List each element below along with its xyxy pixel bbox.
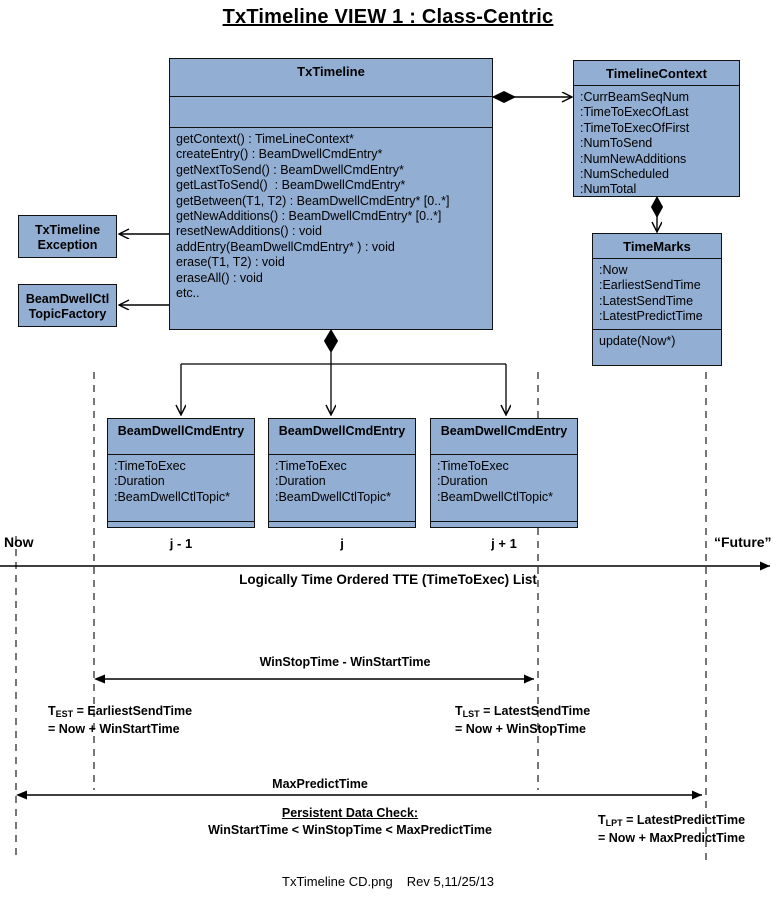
page-title: TxTimeline VIEW 1 : Class-Centric [222,6,554,28]
class-box-timelinecontext[interactable]: TimelineContext :CurrBeamSeqNum :TimeToE… [573,60,740,197]
attribute-item: :CurrBeamSeqNum [580,90,690,104]
attribute-item: :LatestPredictTime [599,309,703,324]
attribute-item: :Now [599,263,628,277]
class-name-beamdwellcmdentry: BeamDwellCmdEntry [431,419,577,455]
t-lpt-annotation: TLPT = LatestPredictTime = Now + MaxPred… [598,812,745,847]
t-lpt-rest: = LatestPredictTime [622,813,746,827]
t-lpt-line1: TLPT = LatestPredictTime [598,812,745,830]
attributes-compartment-beamdwellcmdentry: :TimeToExec :Duration :BeamDwellCtlTopic… [431,455,577,522]
attribute-item: :Duration [114,474,165,489]
attribute-item: :NumNewAdditions [580,151,687,166]
attribute-item: :BeamDwellCtlTopic* [275,489,392,504]
t-lpt-subscript: LPT [605,818,623,828]
class-name-line1: TxTimeline [34,223,101,237]
persistent-data-check-annotation: Persistent Data Check: WinStartTime < Wi… [150,805,550,839]
class-name-beamdwellcmdentry: BeamDwellCmdEntry [108,419,254,455]
class-box-beamdwellcmdentry[interactable]: BeamDwellCmdEntry :TimeToExec :Duration … [430,418,578,528]
attribute-item: :NumTotal [580,182,637,197]
attribute-item: :EarliestSendTime [599,278,701,293]
method-item: getContext() : TimeLineContext* [176,132,354,146]
t-est-subscript: EST [55,709,74,719]
attribute-item: :Duration [437,474,488,489]
class-name-line1: BeamDwellCtl [25,292,110,306]
class-box-beamdwellcmdentry[interactable]: BeamDwellCmdEntry :TimeToExec :Duration … [107,418,255,528]
t-lpt-symbol: T [598,813,606,827]
attributes-compartment-beamdwellcmdentry: :TimeToExec :Duration :BeamDwellCtlTopic… [108,455,254,522]
attribute-item: :TimeToExec [114,459,186,473]
t-lst-rest: = LatestSendTime [479,704,591,718]
persistent-data-check-body: WinStartTime < WinStopTime < MaxPredictT… [208,823,492,837]
class-name-beamdwellctl-topicfactory: BeamDwellCtl TopicFactory [19,285,116,329]
attribute-item: :BeamDwellCtlTopic* [114,489,231,504]
class-box-txtimeline[interactable]: TxTimeline getContext() : TimeLineContex… [169,58,493,330]
timeline-now-label: Now [4,534,34,550]
method-item: addEntry(BeamDwellCmdEntry* ) : void [176,239,395,254]
attributes-compartment-beamdwellcmdentry: :TimeToExec :Duration :BeamDwellCtlTopic… [269,455,415,522]
t-est-rest: = EarliestSendTime [73,704,193,718]
attributes-compartment-txtimeline [170,97,492,128]
method-item: erase(T1, T2) : void [176,255,285,270]
class-box-beamdwellcmdentry[interactable]: BeamDwellCmdEntry :TimeToExec :Duration … [268,418,416,528]
methods-compartment-txtimeline: getContext() : TimeLineContext* createEn… [170,128,492,305]
attribute-item: :TimeToExecOfFirst [580,120,690,135]
footer: TxTimeline CD.png Rev 5,11/25/13 [0,874,776,889]
class-name-txtimeline-exception: TxTimeline Exception [19,216,116,260]
attribute-item: :LatestSendTime [599,293,694,308]
class-name-beamdwellcmdentry: BeamDwellCmdEntry [269,419,415,455]
attribute-item: :NumScheduled [580,167,669,182]
class-name-timelinecontext: TimelineContext [574,61,739,86]
attribute-item: :BeamDwellCtlTopic* [437,489,554,504]
attribute-item: :TimeToExec [275,459,347,473]
attributes-compartment-timemarks: :Now :EarliestSendTime :LatestSendTime :… [593,259,721,330]
entry-index-label: j - 1 [169,536,193,551]
class-box-beamdwellctl-topicfactory[interactable]: BeamDwellCtl TopicFactory [18,284,117,327]
t-lst-subscript: LST [462,709,480,719]
method-item: resetNewAdditions() : void [176,224,322,239]
window-span-label: WinStopTime - WinStartTime [259,655,431,669]
t-lst-line1: TLST = LatestSendTime [455,703,590,721]
footer-filename: TxTimeline CD.png [282,874,393,889]
attribute-item: :Duration [275,474,326,489]
t-est-line2: = Now + WinStartTime [48,722,180,736]
t-lst-annotation: TLST = LatestSendTime = Now + WinStopTim… [455,703,590,738]
t-lst-line2: = Now + WinStopTime [455,722,586,736]
t-est-symbol: T [48,704,56,718]
class-name-line2: Exception [37,238,98,252]
method-item: eraseAll() : void [176,270,263,285]
class-name-txtimeline: TxTimeline [170,59,492,97]
t-est-annotation: TEST = EarliestSendTime = Now + WinStart… [48,703,192,738]
timeline-future-label: “Future” [714,534,772,550]
persistent-data-check-title: Persistent Data Check: [281,806,419,820]
method-item: getLastToSend() : BeamDwellCmdEntry* [176,178,406,193]
t-lst-symbol: T [455,704,463,718]
timeline-axis-caption: Logically Time Ordered TTE (TimeToExec) … [239,572,537,587]
class-name-timemarks: TimeMarks [593,234,721,259]
method-item: getBetween(T1, T2) : BeamDwellCmdEntry* … [176,193,450,208]
footer-revision: Rev 5,11/25/13 [406,874,494,889]
method-item: update(Now*) [599,333,676,348]
attributes-compartment-timelinecontext: :CurrBeamSeqNum :TimeToExecOfLast :TimeT… [574,86,739,202]
class-name-line2: TopicFactory [28,307,107,321]
method-item: getNewAdditions() : BeamDwellCmdEntry* [… [176,209,442,224]
method-item: getNextToSend() : BeamDwellCmdEntry* [176,162,404,177]
attribute-item: :TimeToExec [437,459,509,473]
t-est-line1: TEST = EarliestSendTime [48,703,192,721]
attribute-item: :TimeToExecOfLast [580,105,689,120]
methods-compartment-timemarks: update(Now*) [593,330,721,353]
method-item: etc.. [176,286,200,301]
attribute-item: :NumToSend [580,136,653,151]
entry-index-label: j + 1 [491,536,517,551]
entry-index-label: j [340,536,344,551]
method-item: createEntry() : BeamDwellCmdEntry* [176,147,383,162]
max-predict-time-label: MaxPredictTime [272,777,368,791]
t-lpt-line2: = Now + MaxPredictTime [598,831,746,845]
class-box-timemarks[interactable]: TimeMarks :Now :EarliestSendTime :Latest… [592,233,722,366]
class-box-txtimeline-exception[interactable]: TxTimeline Exception [18,215,117,258]
